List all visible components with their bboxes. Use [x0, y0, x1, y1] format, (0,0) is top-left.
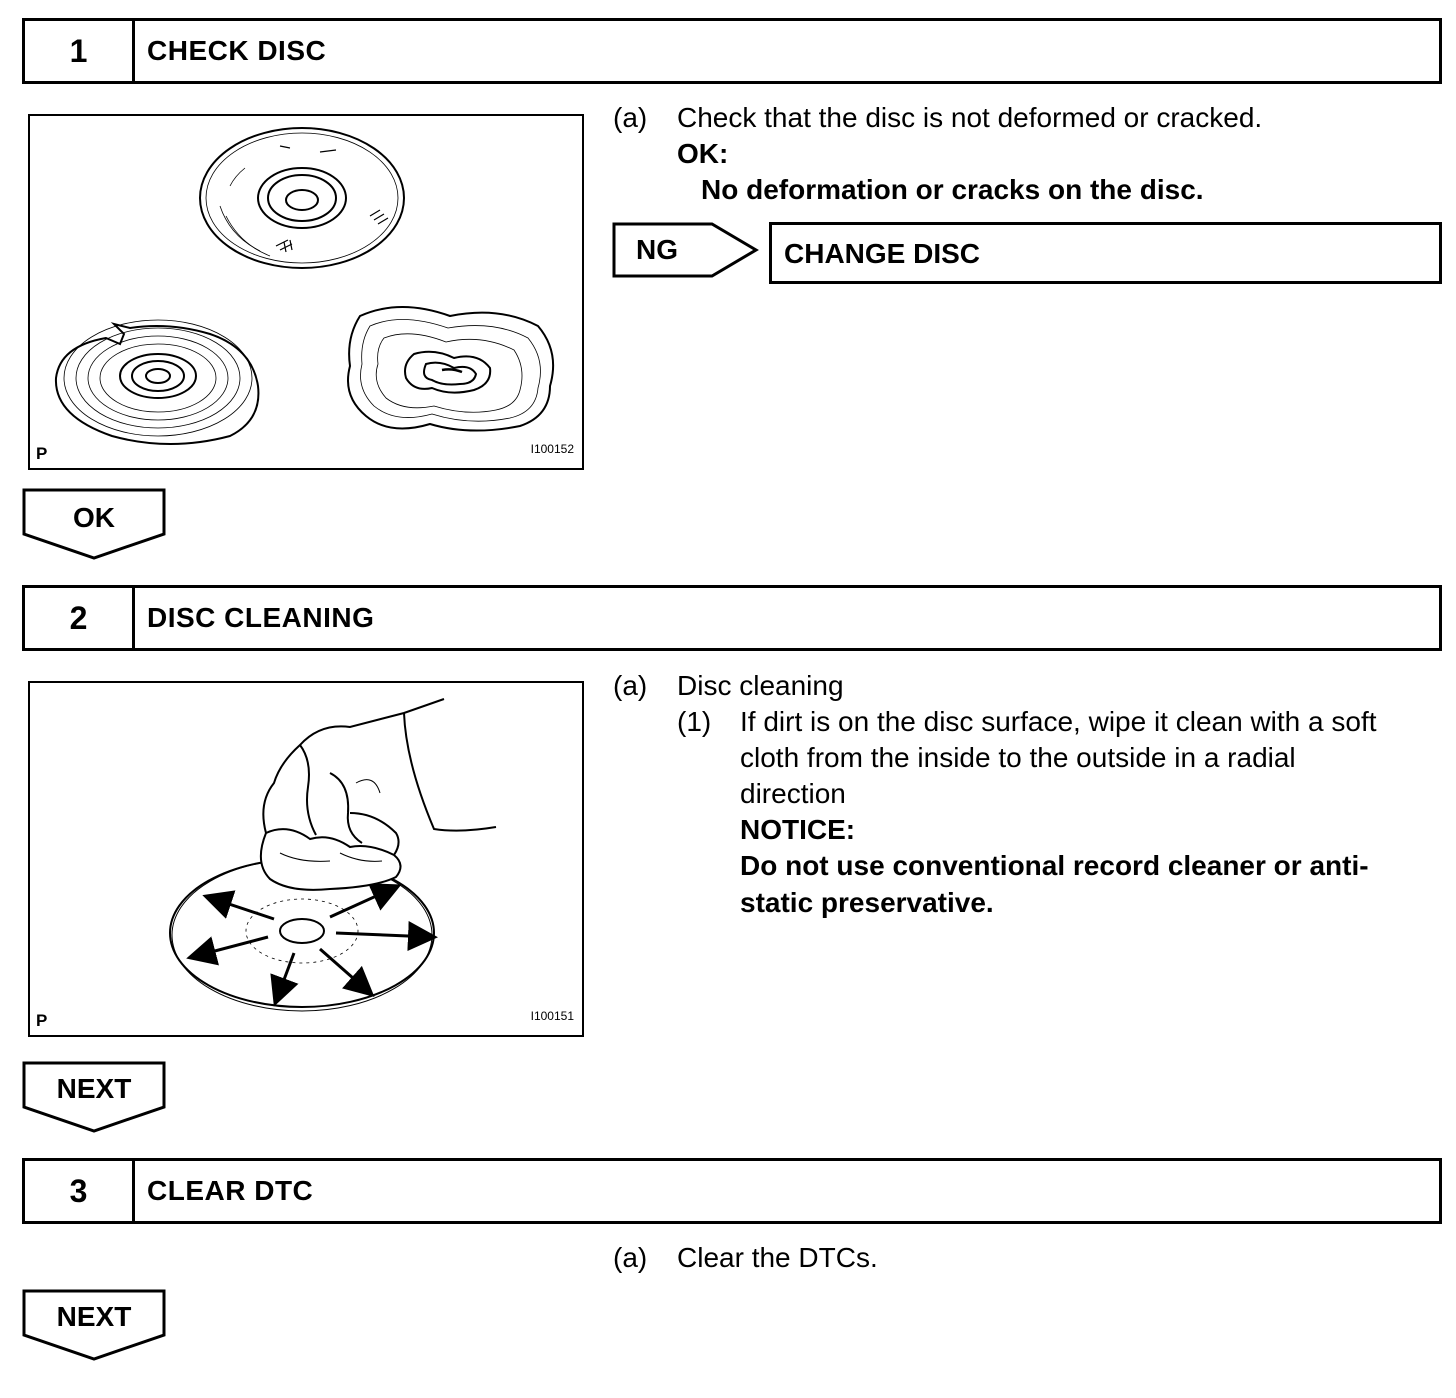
next-flow-label-1: NEXT [56, 1073, 132, 1104]
ng-action-box: CHANGE DISC [769, 222, 1442, 284]
step-2-header: 2 DISC CLEANING [22, 585, 1442, 651]
ok-flow-arrow: OK [22, 488, 168, 562]
figure-corner-letter: P [36, 444, 48, 463]
ng-label: NG [636, 234, 678, 265]
down-arrow-icon [22, 1289, 166, 1361]
down-arrow-icon [22, 1061, 166, 1133]
step-3-number: 3 [25, 1161, 135, 1221]
step-2-instruction-label: (a) [613, 670, 648, 701]
step-1-ok-text: No deformation or cracks on the disc. [701, 174, 1204, 205]
step-1-instruction-text: Check that the disc is not deformed or c… [677, 102, 1263, 133]
step-1-header: 1 CHECK DISC [22, 18, 1442, 84]
step-2-instruction-text: Disc cleaning [677, 670, 844, 701]
ng-action-text: CHANGE DISC [784, 238, 981, 269]
step-3-header: 3 CLEAR DTC [22, 1158, 1442, 1224]
step-2-sub-label: (1) [677, 706, 712, 737]
figure-id: I100152 [530, 442, 574, 456]
step-2-notice-label: NOTICE: [740, 814, 856, 845]
ok-flow-label: OK [73, 502, 115, 533]
step-3-instruction-text: Clear the DTCs. [677, 1242, 878, 1273]
down-arrow-icon [22, 488, 166, 560]
disc-cleaning-illustration [169, 698, 497, 1012]
step-2-sub-line-1: If dirt is on the disc surface, wipe it … [740, 706, 1377, 737]
step-2-sub-line-2: cloth from the inside to the outside in … [740, 742, 1296, 773]
step-2-title: DISC CLEANING [147, 602, 375, 633]
ng-arrow-icon [612, 222, 759, 278]
step-1-instruction-label: (a) [613, 102, 648, 133]
next-flow-label-2: NEXT [56, 1301, 132, 1332]
step-1-number: 1 [25, 21, 135, 81]
next-flow-arrow-1: NEXT [22, 1061, 168, 1135]
figure-corner-letter: P [36, 1011, 48, 1030]
step-3-title: CLEAR DTC [147, 1175, 314, 1206]
step-3-instruction-label: (a) [613, 1242, 648, 1273]
step-2-sub-line-3: direction [740, 778, 846, 809]
step-1-ok-label: OK: [677, 138, 729, 169]
step-2-notice-line-2: static preservative. [740, 887, 994, 918]
figure-id: I100151 [530, 1009, 574, 1023]
step-1-figure-damaged-discs: P I100152 [28, 114, 584, 470]
next-flow-arrow-2: NEXT [22, 1289, 168, 1363]
damaged-discs-illustration [54, 127, 555, 445]
step-1-title: CHECK DISC [147, 35, 327, 66]
step-2-notice-line-1: Do not use conventional record cleaner o… [740, 850, 1369, 881]
step-2-number: 2 [25, 588, 135, 648]
step-2-figure-disc-cleaning: P I100151 [28, 681, 584, 1037]
